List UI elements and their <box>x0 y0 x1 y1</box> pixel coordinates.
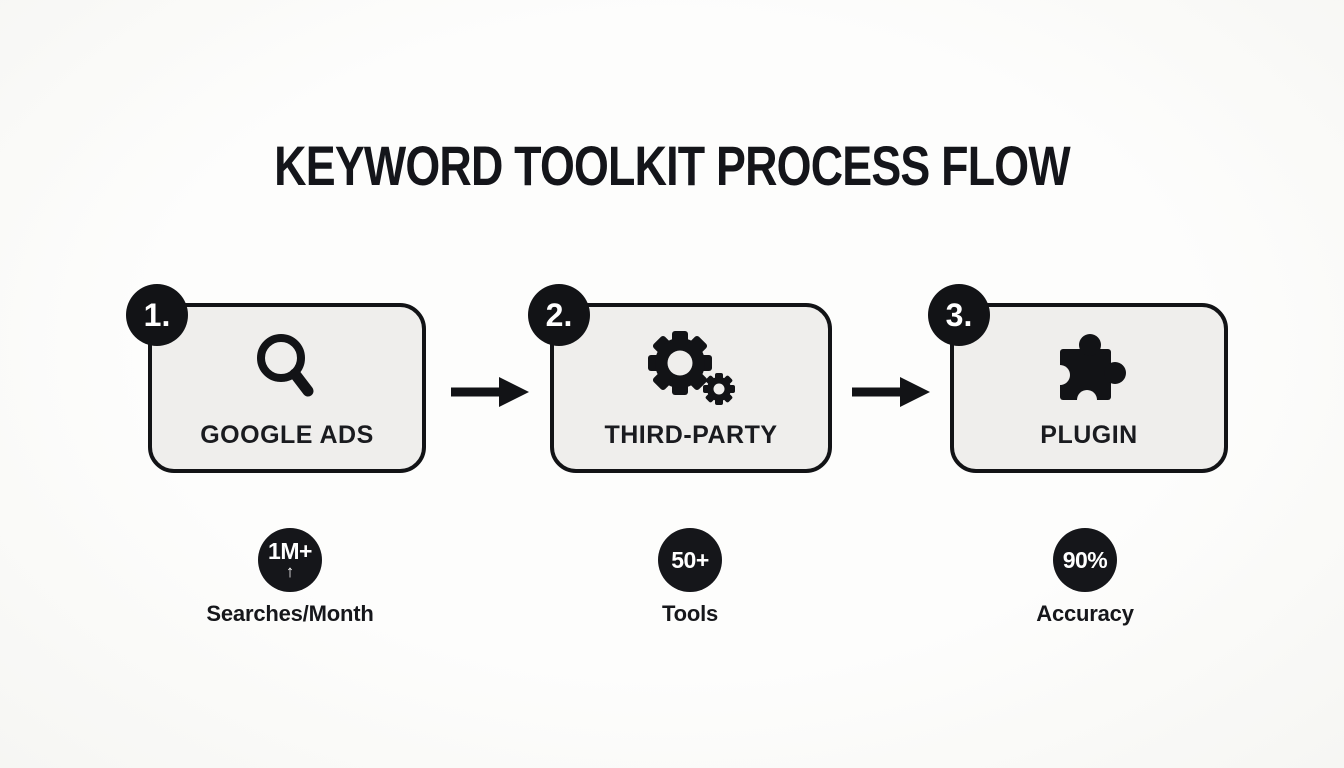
stat-value: 90% <box>1062 546 1108 573</box>
step-label: GOOGLE ADS <box>200 420 374 449</box>
stat-badge-searches: 1M+ ↑ <box>258 528 322 592</box>
flow-arrow-icon <box>850 372 932 412</box>
step-box-third-party: 2. <box>528 284 832 473</box>
stat-label: Tools <box>661 601 719 626</box>
step-label: THIRD-PARTY <box>604 420 778 449</box>
step-box-google-ads: 1. GOOGLE ADS <box>126 284 426 473</box>
trend-up-icon: ↑ <box>285 562 295 582</box>
step-number: 3. <box>945 296 973 333</box>
flow-arrow-icon <box>449 372 531 412</box>
step-box-plugin: 3. PLUGIN <box>928 284 1228 473</box>
step-number-badge: 3. <box>928 284 990 346</box>
stat-label: Searches/Month <box>206 601 374 626</box>
stat-value: 1M+ <box>268 538 312 565</box>
step-number-badge: 2. <box>528 284 590 346</box>
step-number-badge: 1. <box>126 284 188 346</box>
gears-icon <box>639 327 743 409</box>
stat-label: Accuracy <box>1036 601 1134 626</box>
page-title: KEYWORD TOOLKIT PROCESS FLOW <box>274 134 1070 197</box>
stat-badge-accuracy: 90% <box>1053 528 1117 592</box>
step-label: PLUGIN <box>1040 420 1138 449</box>
search-icon <box>247 327 327 409</box>
stat-value: 50+ <box>671 546 709 573</box>
step-number: 1. <box>143 296 171 333</box>
puzzle-icon <box>1044 327 1134 409</box>
stat-badge-tools: 50+ <box>658 528 722 592</box>
step-number: 2. <box>545 296 573 333</box>
